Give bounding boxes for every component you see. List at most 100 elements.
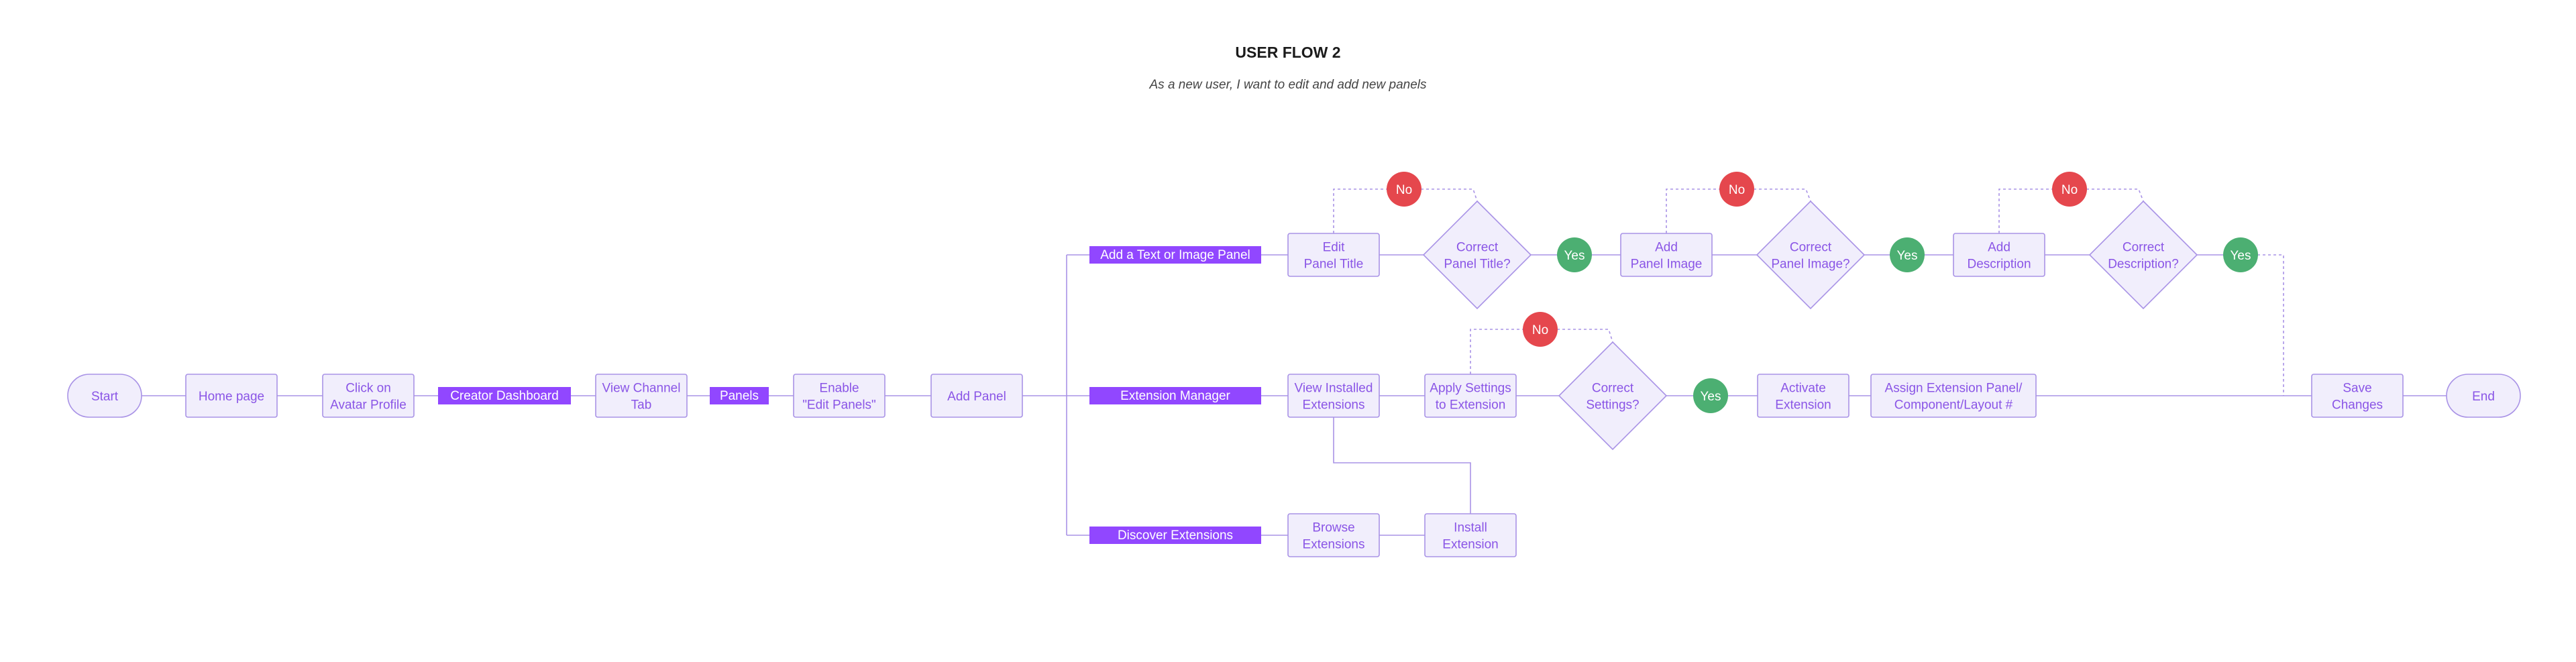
start-label: Start [91, 390, 119, 404]
view-channel-tab-label: View Channel [602, 382, 681, 396]
install-extension-box [1424, 513, 1517, 557]
extension-manager-bar [1089, 387, 1261, 404]
save-changes-label: Save [2343, 382, 2371, 396]
yes-badge-yes-settings: Yes [1693, 378, 1728, 413]
correct-settings-node [1558, 341, 1668, 451]
panels-label: Panels [720, 389, 759, 403]
enable-edit-panels-label: "Edit Panels" [802, 398, 876, 412]
click-avatar-label: Click on [345, 382, 391, 396]
no-badge-label: No [1729, 183, 1745, 197]
view-installed-extensions-node [1287, 374, 1380, 418]
add-text-image-panel-bar [1089, 246, 1261, 264]
yes-badge-circle [2223, 237, 2258, 272]
correct-panel-image-diamond [1756, 200, 1866, 310]
add-panel-image-box [1620, 233, 1713, 277]
no-badge-no-title: No [1387, 172, 1421, 207]
correct-panel-title-diamond [1422, 200, 1532, 310]
extension-manager-label: Extension Manager [1120, 389, 1230, 403]
home-page-node [185, 374, 278, 418]
extension-manager-node [1089, 387, 1261, 404]
add-panel-node [930, 374, 1023, 418]
end-terminal [2446, 374, 2521, 418]
yes-badge-label: Yes [1701, 390, 1721, 404]
no-badge-no-settings: No [1523, 312, 1558, 347]
creator-dashboard-node [438, 387, 571, 404]
connector-line [1333, 417, 1471, 514]
yes-badge-yes-image: Yes [1890, 237, 1925, 272]
apply-settings-label: Apply Settings [1430, 382, 1511, 396]
correct-panel-title-node [1422, 200, 1532, 310]
correct-panel-image-node [1756, 200, 1866, 310]
activate-extension-label: Extension [1775, 398, 1831, 412]
activate-extension-node [1757, 374, 1849, 418]
install-extension-label: Extension [1442, 538, 1498, 552]
assign-extension-panel-label: Component/Layout # [1894, 398, 2013, 412]
add-description-node [1953, 233, 2045, 277]
click-avatar-box [322, 374, 415, 418]
edit-panel-title-box [1287, 233, 1380, 277]
correct-settings-label: Correct [1592, 382, 1634, 396]
add-panel-image-node [1620, 233, 1713, 277]
view-installed-extensions-label: View Installed [1295, 382, 1373, 396]
add-panel-box [930, 374, 1023, 418]
correct-settings-label: Settings? [1586, 398, 1639, 412]
yes-badge-label: Yes [1897, 249, 1918, 263]
install-extension-node [1424, 513, 1517, 557]
browse-extensions-label: Browse [1312, 521, 1354, 535]
yes-badge-circle [1557, 237, 1592, 272]
correct-description-label: Description? [2108, 258, 2179, 272]
install-extension-label: Install [1454, 521, 1487, 535]
save-changes-box [2311, 374, 2404, 418]
correct-panel-image-label: Correct [1790, 241, 1832, 255]
add-text-image-panel-node [1089, 246, 1261, 264]
discover-extensions-label: Discover Extensions [1118, 529, 1233, 543]
edit-panel-title-label: Panel Title [1304, 258, 1364, 272]
end-node [2446, 374, 2521, 418]
diagram-subtitle: As a new user, I want to edit and add ne… [1149, 78, 1427, 92]
activate-extension-box [1757, 374, 1849, 418]
add-description-label: Add [1988, 241, 2010, 255]
loop-back-line [1998, 188, 2053, 233]
assign-extension-panel-label: Assign Extension Panel/ [1885, 382, 2023, 396]
view-installed-extensions-box [1287, 374, 1380, 418]
yes-badge-circle [1890, 237, 1925, 272]
save-changes-node [2311, 374, 2404, 418]
enable-edit-panels-box [793, 374, 885, 418]
correct-settings-diamond [1558, 341, 1668, 451]
loop-back-line [1666, 188, 1720, 233]
start-node [67, 374, 142, 418]
connectors [142, 188, 2447, 536]
loop-back-line [2257, 254, 2284, 396]
yes-badge-yes-title: Yes [1557, 237, 1592, 272]
yes-badge-label: Yes [2231, 249, 2251, 263]
loop-back-line [1421, 188, 1478, 202]
add-description-label: Description [1967, 258, 2031, 272]
edit-panel-title-node [1287, 233, 1380, 277]
activate-extension-label: Activate [1780, 382, 1826, 396]
view-channel-tab-label: Tab [631, 398, 652, 412]
start-terminal [67, 374, 142, 418]
enable-edit-panels-node [793, 374, 885, 418]
panels-bar [710, 387, 769, 404]
apply-settings-label: to Extension [1436, 398, 1506, 412]
view-channel-tab-box [595, 374, 688, 418]
loop-back-line [1557, 329, 1613, 343]
no-badge-circle [2052, 172, 2087, 207]
enable-edit-panels-label: Enable [819, 382, 859, 396]
no-badge-circle [1523, 312, 1558, 347]
no-badge-label: No [1532, 323, 1548, 337]
yes-badge-yes-description: Yes [2223, 237, 2258, 272]
view-channel-tab-node [595, 374, 688, 418]
browse-extensions-label: Extensions [1303, 538, 1365, 552]
add-panel-image-label: Panel Image [1631, 258, 1703, 272]
panels-node [710, 387, 769, 404]
no-badge-no-description: No [2052, 172, 2087, 207]
yes-badge-label: Yes [1564, 249, 1585, 263]
discover-extensions-bar [1089, 527, 1261, 544]
creator-dashboard-label: Creator Dashboard [450, 389, 559, 403]
view-installed-extensions-label: Extensions [1303, 398, 1365, 412]
no-badge-no-image: No [1719, 172, 1754, 207]
add-panel-label: Add Panel [947, 390, 1006, 404]
